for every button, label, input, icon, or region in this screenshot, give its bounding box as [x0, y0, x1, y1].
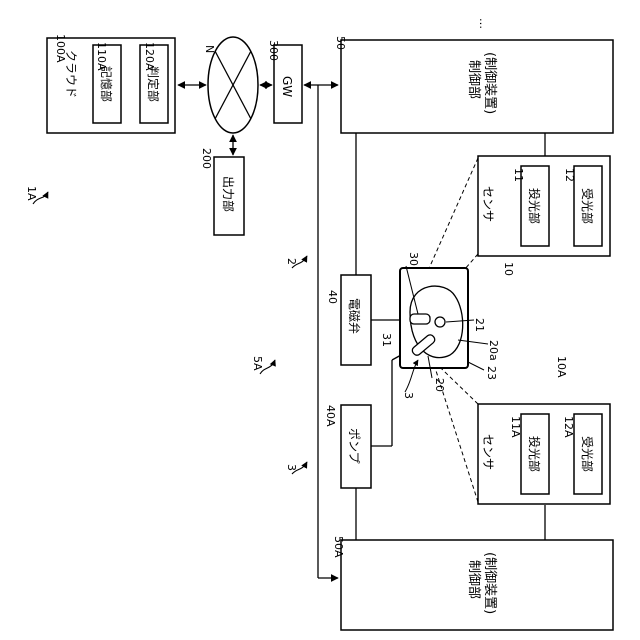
- sensor-b-ref: 10A: [555, 356, 568, 378]
- controller-a-ref: 50: [334, 36, 347, 50]
- receiver-a-label: 受光部: [580, 188, 595, 224]
- output-label: 出力部: [221, 176, 236, 212]
- valve-ref: 40: [326, 290, 339, 304]
- receiver-b-ref: 12A: [562, 416, 575, 438]
- sensor-a: 10 センサ 11 投光部 12 受光部: [478, 156, 610, 276]
- ref-23: 23: [485, 366, 498, 380]
- controller-b-ref: 50A: [332, 536, 345, 558]
- controller-b: 50A 制御部 (制御装置): [332, 536, 613, 630]
- subsystem-2: 2: [285, 258, 298, 265]
- faucet: [410, 314, 430, 324]
- sensor-a-ref: 10: [502, 262, 515, 276]
- pump-ref: 40A: [324, 405, 337, 427]
- gateway-label: GW: [280, 76, 294, 97]
- solenoid-valve: 40 電磁弁: [326, 275, 371, 365]
- valve-label: 電磁弁: [347, 298, 362, 334]
- ref-21: 21: [473, 318, 486, 332]
- subsystem-5a: 5A: [251, 356, 264, 371]
- cloud-unit: 100A クラウド 110A 記憶部 120A 判定部: [47, 34, 175, 133]
- gateway-unit: 300 GW: [267, 40, 302, 123]
- emitter-a-label: 投光部: [527, 188, 542, 224]
- output-ref: 200: [200, 148, 213, 169]
- pump-label: ポンプ: [347, 428, 361, 464]
- sensor-b-title: センサ: [481, 434, 495, 470]
- controller-b-line2: (制御装置): [482, 552, 497, 614]
- emitter-a-ref: 11: [512, 168, 525, 182]
- subsystem-3: 3: [285, 464, 298, 471]
- ref-20: 20: [433, 378, 446, 392]
- network-ref: N: [203, 45, 216, 53]
- emitter-b-ref: 11A: [509, 416, 522, 438]
- controller-a-line2: (制御装置): [482, 52, 497, 114]
- storage-label: 記憶部: [99, 66, 114, 102]
- ref-31: 31: [380, 333, 393, 347]
- cloud-title: クラウド: [64, 50, 78, 98]
- controller-a: 50 制御部 (制御装置): [334, 36, 613, 133]
- receiver-b-label: 受光部: [580, 436, 595, 472]
- gateway-ref: 300: [267, 40, 280, 61]
- output-unit: 200 出力部: [200, 148, 244, 235]
- judge-label: 判定部: [146, 66, 161, 102]
- ref-30: 30: [407, 252, 420, 266]
- ref-3-basin: 3: [402, 392, 415, 399]
- network-node: N: [203, 37, 258, 133]
- system-1a: 1A: [25, 186, 38, 201]
- controller-a-line1: 制御部: [466, 60, 481, 99]
- sensor-a-title: センサ: [481, 186, 495, 222]
- controller-b-line1: 制御部: [466, 560, 481, 599]
- ref-20a: 20a: [487, 340, 500, 361]
- receiver-a-ref: 12: [563, 168, 576, 182]
- emitter-b-label: 投光部: [527, 436, 542, 472]
- ellipsis-label: …: [477, 18, 490, 29]
- pump-unit: 40A ポンプ: [324, 405, 371, 488]
